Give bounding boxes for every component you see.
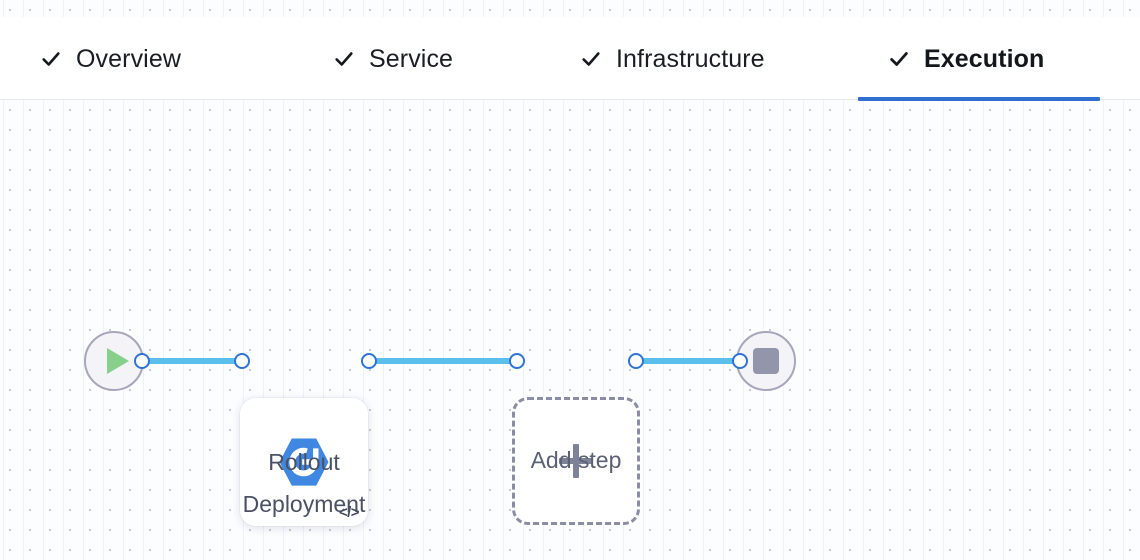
tab-overview-label: Overview <box>76 44 181 73</box>
port-rollout-output[interactable] <box>361 353 377 369</box>
edge-addstep-to-end[interactable] <box>634 358 742 364</box>
edge-rollout-to-addstep[interactable] <box>367 358 519 364</box>
port-start-output[interactable] <box>134 353 150 369</box>
add-step-label: Add step <box>530 447 622 473</box>
port-end-input[interactable] <box>732 353 748 369</box>
stop-icon <box>753 348 779 374</box>
port-rollout-input[interactable] <box>234 353 250 369</box>
active-tab-indicator <box>858 97 1100 101</box>
play-icon <box>106 348 129 374</box>
tab-execution[interactable]: Execution <box>858 17 1100 101</box>
step-node-rollout-deployment[interactable]: </> <box>240 398 368 526</box>
execution-flow-graph: </> Rollout Deployment Add step <box>0 100 1140 560</box>
tab-execution-label: Execution <box>924 44 1045 73</box>
rollout-deployment-icon <box>275 433 333 491</box>
tab-overview[interactable]: Overview <box>40 17 181 100</box>
tab-service[interactable]: Service <box>333 17 453 100</box>
tab-service-label: Service <box>369 44 454 73</box>
step-node-rollout-deployment-label: Rollout Deployment <box>242 449 366 517</box>
pipeline-stage-tabs: Overview Service Infrastructure Executio… <box>0 17 1140 101</box>
check-icon <box>40 48 62 70</box>
check-icon <box>333 48 355 70</box>
port-addstep-input[interactable] <box>509 353 525 369</box>
port-addstep-output[interactable] <box>628 353 644 369</box>
tab-infrastructure[interactable]: Infrastructure <box>580 17 765 100</box>
edge-start-to-rollout[interactable] <box>140 358 244 364</box>
tab-infrastructure-label: Infrastructure <box>616 44 765 73</box>
check-icon <box>580 48 602 70</box>
check-icon <box>888 48 910 70</box>
code-icon: </> <box>338 504 360 521</box>
add-step-node[interactable] <box>512 397 640 525</box>
plus-icon <box>559 444 593 478</box>
